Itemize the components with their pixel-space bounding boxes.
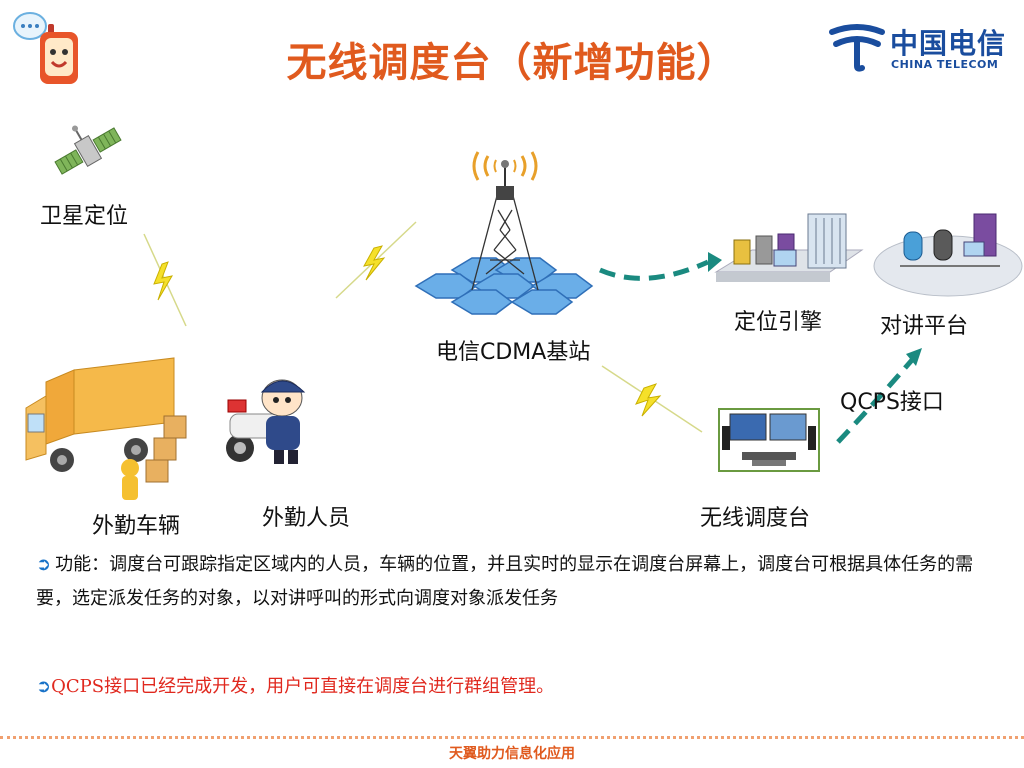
positioning-engine-server-icon [714, 213, 864, 282]
dispatch-console-icon [718, 408, 820, 472]
label-positioning-engine: 定位引擎 [734, 310, 823, 335]
footer-divider [0, 736, 1024, 739]
lightning-icon-console [601, 365, 703, 433]
page-title: 无线调度台（新增功能） [286, 39, 738, 86]
intercom-platform-server-icon [873, 213, 1023, 297]
label-field-staff: 外勤人员 [262, 506, 351, 531]
lightning-icon-satellite [143, 233, 187, 327]
phone-mascot-icon [13, 12, 78, 84]
label-base-station: 电信CDMA基站 [436, 340, 591, 365]
logo-text-cn: 中国电信 [890, 27, 1007, 60]
bullet-function: ➲功能：调度台可跟踪指定区域内的人员，车辆的位置，并且实时的显示在调度台屏幕上，… [36, 548, 1006, 616]
label-dispatch-console: 无线调度台 [700, 506, 811, 531]
bullet-arrow-icon: ➲ [36, 554, 52, 575]
footer-text: 天翼助力信息化应用 [449, 746, 575, 762]
china-telecom-logo-icon [829, 24, 885, 72]
label-satellite: 卫星定位 [40, 204, 129, 229]
bullet-qcps: ➲QCPS接口已经完成开发，用户可直接在调度台进行群组管理。 [36, 670, 1006, 704]
truck-icon [25, 357, 187, 500]
bullet-function-text: 功能：调度台可跟踪指定区域内的人员，车辆的位置，并且实时的显示在调度台屏幕上，调… [36, 554, 974, 609]
label-intercom-platform: 对讲平台 [880, 314, 969, 339]
satellite-icon [54, 125, 122, 175]
cdma-tower-icon [414, 151, 594, 315]
logo-text-en: CHINA TELECOM [891, 58, 999, 71]
bullet-arrow-icon: ➲ [36, 676, 52, 697]
motorcycle-officer-icon [226, 379, 306, 464]
arrow-console-to-platform [836, 348, 922, 444]
bullet-qcps-text: QCPS接口已经完成开发，用户可直接在调度台进行群组管理。 [51, 676, 555, 697]
arrow-tower-to-engine [599, 252, 722, 281]
label-qcps-interface: QCPS接口 [840, 390, 944, 415]
lightning-icon-tower [335, 221, 417, 299]
label-vehicle: 外勤车辆 [92, 514, 181, 539]
